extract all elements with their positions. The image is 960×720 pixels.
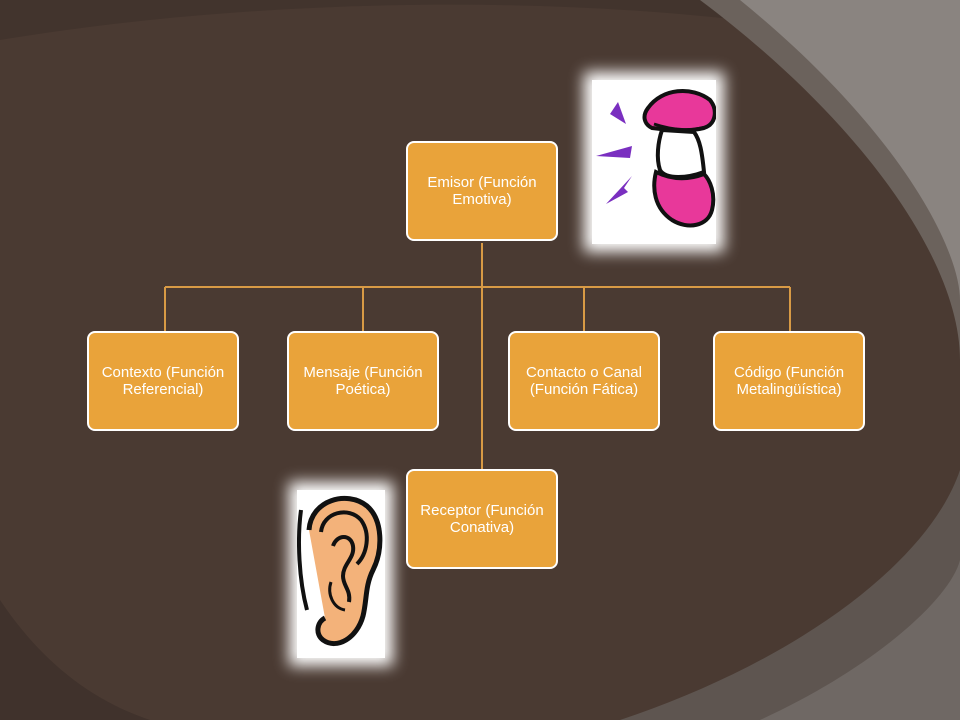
ear-clipart-image	[297, 490, 385, 658]
node-codigo-label: Código (Función Metalingüística)	[733, 364, 845, 398]
node-emisor: Emisor (Función Emotiva)	[406, 141, 558, 241]
ear-icon	[297, 495, 383, 647]
node-emisor-label: Emisor (Función Emotiva)	[427, 174, 537, 208]
mouth-clipart-image	[592, 80, 717, 244]
node-mensaje: Mensaje (Función Poética)	[287, 331, 439, 431]
node-contexto: Contexto (Función Referencial)	[87, 331, 239, 431]
node-contacto-label: Contacto o Canal (Función Fática)	[526, 364, 642, 398]
node-codigo: Código (Función Metalingüística)	[713, 331, 865, 431]
node-receptor-label: Receptor (Función Conativa)	[420, 502, 544, 536]
node-mensaje-label: Mensaje (Función Poética)	[303, 364, 423, 398]
mouth-icon	[596, 88, 717, 228]
node-receptor: Receptor (Función Conativa)	[406, 469, 558, 569]
node-contexto-label: Contexto (Función Referencial)	[101, 364, 225, 398]
node-contacto: Contacto o Canal (Función Fática)	[508, 331, 660, 431]
